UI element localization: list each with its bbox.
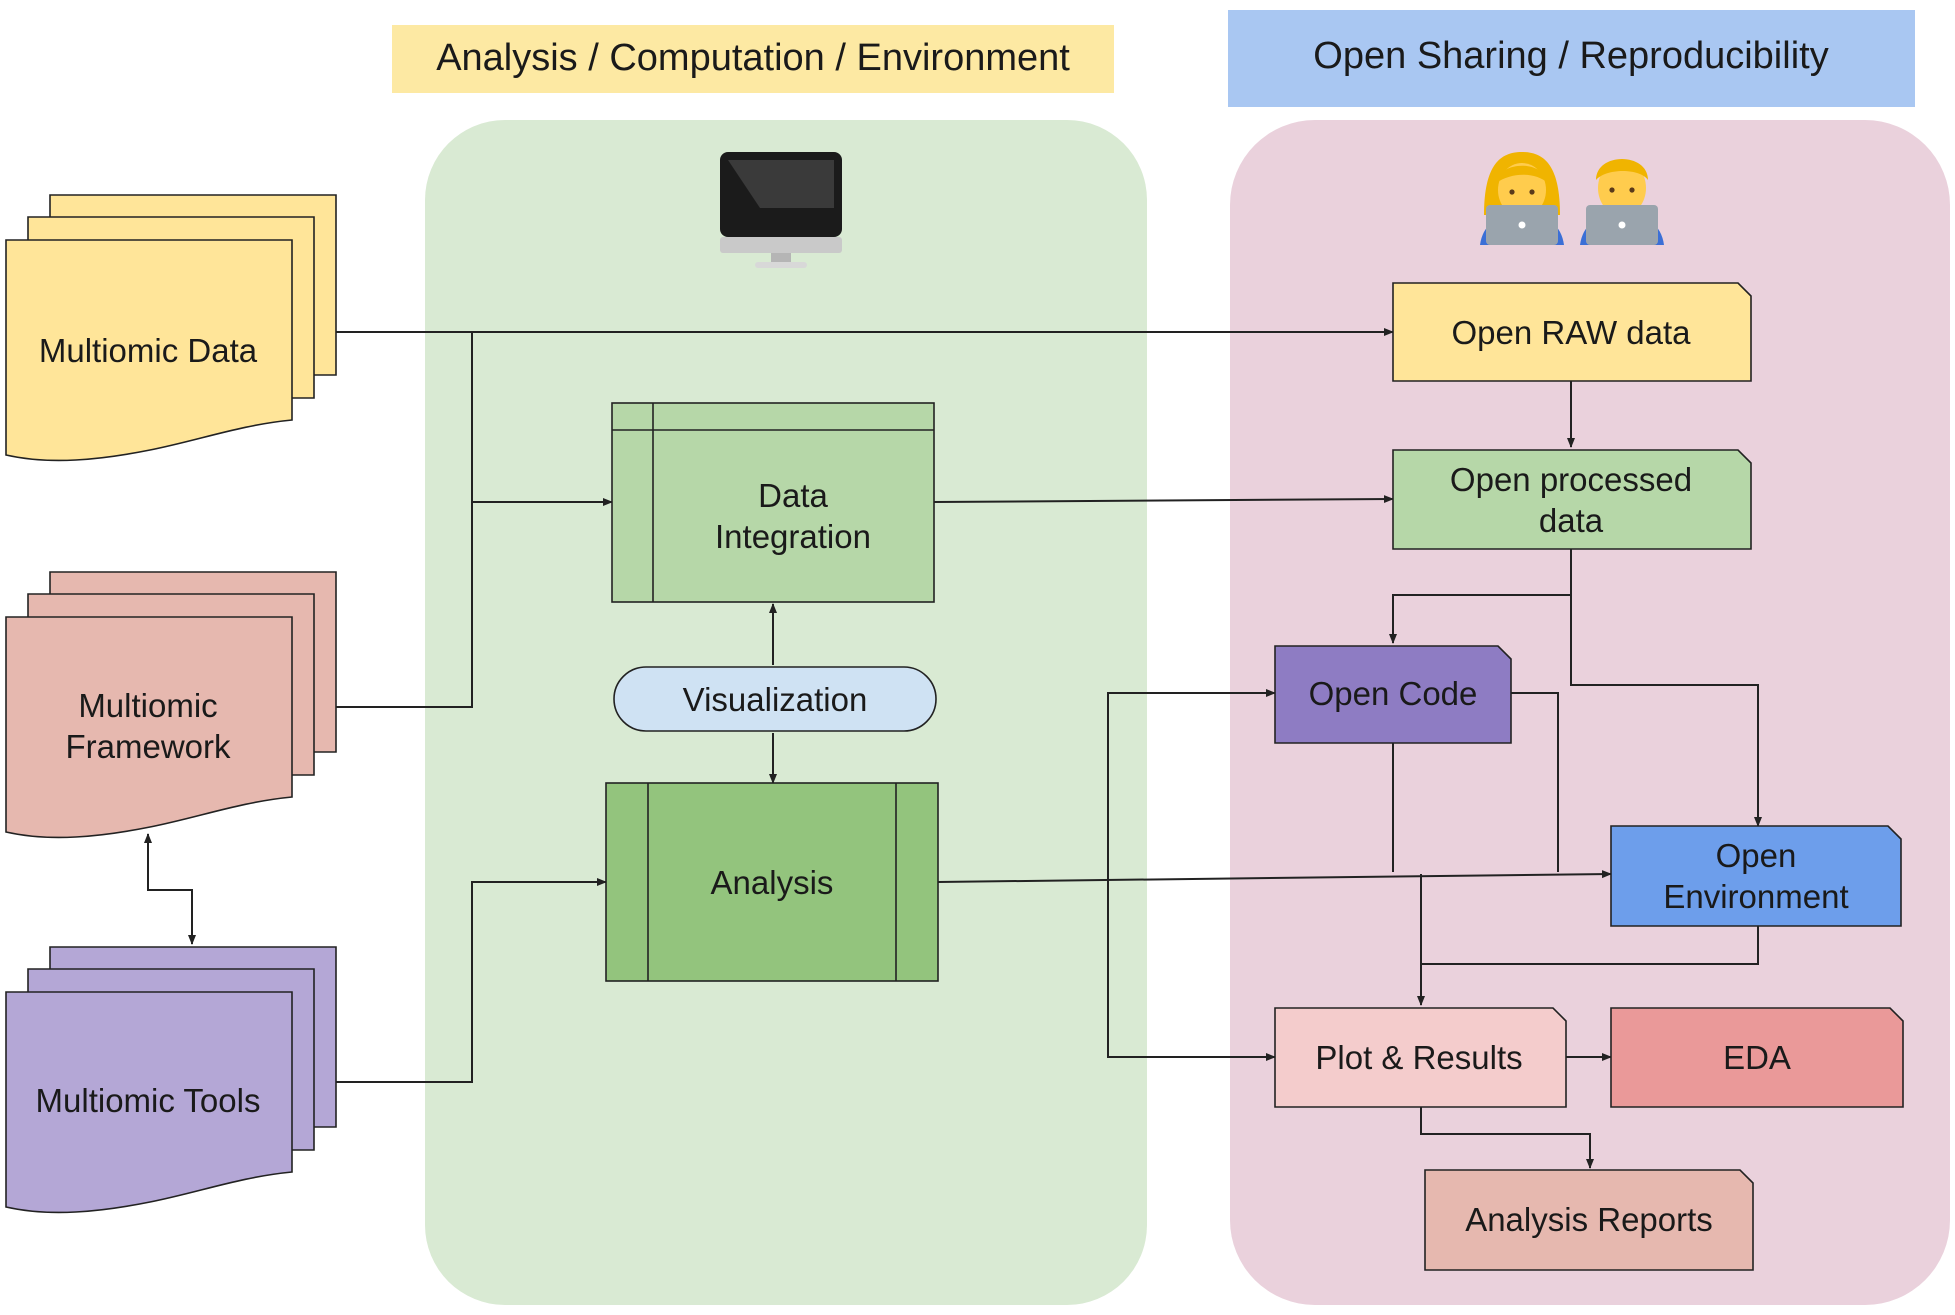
arrow-analysis-to-env [937, 870, 1612, 883]
woman-technologist-icon [1480, 152, 1564, 245]
line-data-branch [336, 332, 473, 708]
arrow-processed-to-env [1570, 595, 1762, 827]
arrow-integration-to-processed [933, 495, 1394, 504]
desktop-computer-icon [720, 152, 842, 268]
arrow-split-to-plot [1107, 882, 1276, 1061]
analysis-reports-label: Analysis Reports [1465, 1201, 1713, 1238]
man-technologist-icon [1580, 159, 1664, 245]
visualization-node: Visualization [613, 666, 937, 732]
open-environment-label-line1: Open [1716, 837, 1797, 874]
multiomic-framework-label-line1: Multiomic [78, 687, 217, 724]
analysis-header-label: Analysis / Computation / Environment [436, 37, 1070, 79]
open-processed-data-node: Open processed data [1392, 449, 1752, 550]
arrow-framework-tools [144, 833, 196, 945]
arrow-plot-to-reports [1420, 1107, 1594, 1169]
sharing-header-label: Open Sharing / Reproducibility [1313, 35, 1828, 77]
sharing-header: Open Sharing / Reproducibility [1228, 10, 1915, 107]
multiomic-tools-node: Multiomic Tools [5, 946, 337, 1214]
open-raw-data-label: Open RAW data [1451, 314, 1691, 351]
open-raw-data-node: Open RAW data [1392, 282, 1752, 382]
connectors [144, 328, 1762, 1169]
arrow-tools-to-analysis [336, 878, 607, 1083]
open-environment-node: Open Environment [1610, 825, 1902, 927]
arrow-processed-to-code [1389, 549, 1572, 644]
multiomic-data-node: Multiomic Data [5, 194, 337, 462]
analysis-node: Analysis [605, 782, 939, 982]
data-integration-label-line2: Integration [715, 518, 871, 555]
data-integration-label-line1: Data [758, 477, 828, 514]
multiomic-data-label: Multiomic Data [39, 332, 258, 369]
open-processed-data-label-line2: data [1539, 502, 1604, 539]
multiomic-framework-label-line2: Framework [65, 728, 231, 765]
open-environment-label-line2: Environment [1663, 878, 1848, 915]
line-env-to-plot [1421, 926, 1759, 965]
open-processed-data-label-line1: Open processed [1450, 461, 1692, 498]
open-code-node: Open Code [1274, 645, 1512, 744]
visualization-label: Visualization [683, 681, 868, 718]
analysis-label: Analysis [711, 864, 834, 901]
multiomic-tools-label: Multiomic Tools [36, 1082, 261, 1119]
eda-label: EDA [1723, 1039, 1791, 1076]
eda-node: EDA [1610, 1007, 1904, 1108]
analysis-reports-node: Analysis Reports [1424, 1169, 1754, 1271]
open-code-label: Open Code [1309, 675, 1478, 712]
line-code-right [1511, 692, 1559, 872]
plot-results-node: Plot & Results [1274, 1007, 1567, 1108]
arrow-split-to-code [1107, 689, 1276, 882]
data-integration-node: Data Integration [611, 402, 935, 603]
multiomic-framework-node: Multiomic Framework [5, 571, 337, 839]
plot-results-label: Plot & Results [1315, 1039, 1522, 1076]
analysis-header: Analysis / Computation / Environment [392, 25, 1114, 93]
